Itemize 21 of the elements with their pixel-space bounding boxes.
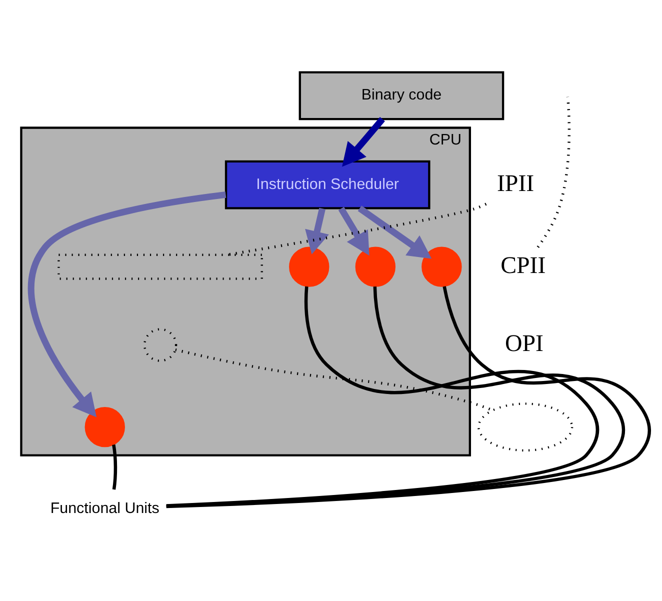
connector: [536, 96, 571, 248]
node-text: OPI: [504, 331, 544, 358]
node-text: Functional Units: [50, 500, 160, 518]
arrow: [305, 208, 329, 254]
node-circle: [289, 246, 330, 287]
node-circle: [143, 328, 178, 362]
node-ellipse: [478, 402, 574, 452]
arrow: [338, 206, 370, 256]
node-box: Instruction Scheduler: [224, 160, 430, 210]
arrow: [28, 191, 226, 418]
connector: [112, 444, 118, 490]
arrow: [358, 206, 432, 259]
node-circle: [84, 406, 125, 448]
node-box: [58, 254, 263, 280]
node-text: IPII: [496, 170, 534, 197]
node-circle: [422, 246, 462, 287]
node-text: CPII: [500, 252, 546, 279]
node-box: Binary code: [298, 71, 504, 120]
connector: [226, 202, 487, 256]
node-circle: [355, 246, 396, 287]
arrow: [342, 117, 385, 167]
